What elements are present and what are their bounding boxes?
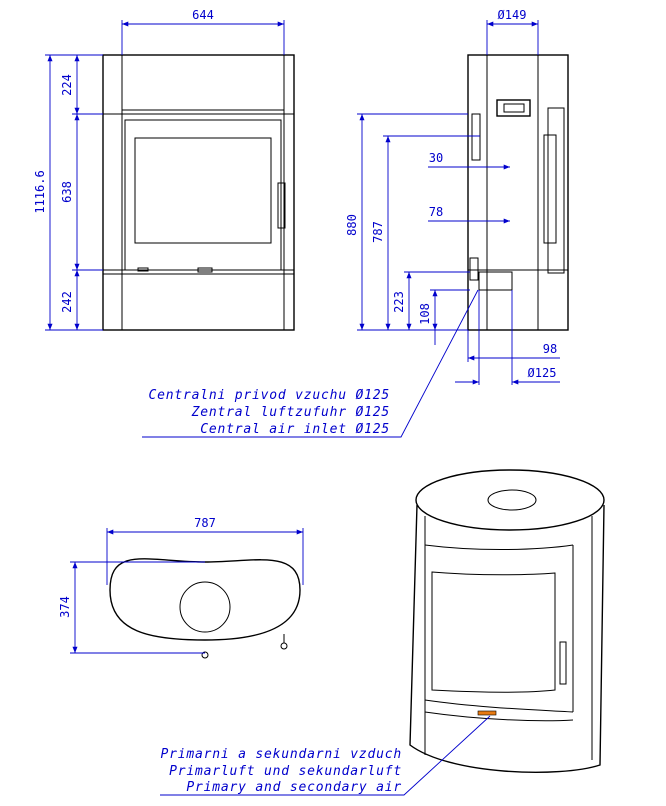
door-handle [277,182,286,229]
stove-top-surface [415,469,605,531]
front-window-dim: 638 [60,181,74,203]
flue-outlet [496,99,531,117]
flue-collar [487,489,537,511]
perspective-view [160,469,605,796]
central-air-leader [142,289,479,438]
dim-108: 108 [418,303,432,325]
dim-223: 223 [392,291,406,313]
primary-air-label-cz: Primarni a sekundarni vzduch [160,747,402,762]
front-view: 644 1116.6 224 638 242 [33,8,295,331]
air-inlet-rear [478,271,513,291]
front-width-dim: 644 [192,8,214,22]
glass-window [134,137,272,244]
flue-diameter-dim: Ø149 [498,8,527,22]
dim-98: 98 [543,342,557,356]
dim-78: 78 [429,205,443,219]
primary-air-label-en: Primary and secondary air [186,780,402,795]
central-air-label-en: Central air inlet Ø125 [200,422,390,437]
side-view: Ø149 880 787 30 78 223 108 98 Ø125 [142,8,569,438]
top-view-outline [109,558,301,641]
front-top-panel-dim: 224 [60,74,74,96]
top-depth-dim: 374 [58,596,72,618]
door-frame [124,119,282,271]
height-787-dim: 787 [371,221,385,243]
height-880-dim: 880 [345,214,359,236]
dim-30: 30 [429,151,443,165]
top-width-dim: 787 [194,516,216,530]
air-inlet-diameter-dim: Ø125 [528,366,557,380]
flue-opening [179,581,231,633]
air-control-slider [477,710,497,716]
front-total-height-dim: 1116.6 [33,170,47,213]
air-slider [197,267,213,273]
stove-front-outline [102,54,295,331]
stove-side-outline [467,54,569,331]
perspective-handle [559,641,567,685]
front-bottom-dim: 242 [60,291,74,313]
stove-body-outline [409,504,605,773]
primary-air-leader [160,715,491,796]
primary-air-label-de: Primarluft und sekundarluft [169,764,402,779]
perspective-glass [431,571,556,693]
top-view: 787 374 [58,516,304,659]
central-air-label-de: Zentral luftzufuhr Ø125 [191,405,390,420]
central-air-label-cz: Centralni privod vzuchu Ø125 [148,388,390,403]
